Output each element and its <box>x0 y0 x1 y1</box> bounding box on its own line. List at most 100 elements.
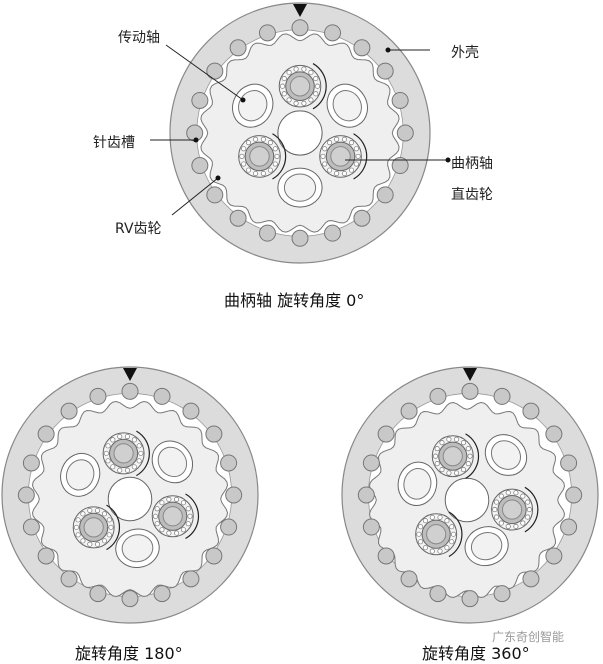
needle-roller <box>136 458 142 464</box>
pin <box>22 518 40 536</box>
label-crankshaft: 曲柄轴 <box>451 156 493 172</box>
pin <box>400 402 418 420</box>
leader-dot <box>215 175 221 181</box>
needle-roller <box>279 83 286 89</box>
needle-roller <box>327 140 333 146</box>
pin <box>353 39 371 57</box>
needle-roller <box>286 97 292 103</box>
needle-roller <box>498 520 504 526</box>
crankshaft-core <box>501 499 523 520</box>
needle-roller <box>274 153 280 159</box>
needle-roller <box>422 545 428 551</box>
needle-roller <box>185 506 191 512</box>
needle-roller <box>241 161 247 167</box>
needle-roller <box>355 153 361 159</box>
needle-roller <box>327 167 333 173</box>
label-pin-groove: 针齿槽 <box>93 135 135 151</box>
label-drive-shaft: 传动轴 <box>118 30 160 46</box>
needle-roller <box>465 461 471 467</box>
rotation-arrow-icon <box>353 133 368 180</box>
needle-roller <box>439 467 445 473</box>
needle-roller <box>341 136 347 142</box>
needle-roller <box>525 499 531 505</box>
needle-roller <box>73 524 79 530</box>
needle-roller <box>94 541 101 547</box>
needle-roller <box>437 514 443 520</box>
needle-roller <box>444 518 450 524</box>
crankshaft-core <box>442 446 463 467</box>
needle-roller <box>513 490 519 496</box>
needle-roller <box>460 440 467 446</box>
needle-roller <box>260 170 266 177</box>
needle-roller <box>101 511 108 517</box>
pin <box>206 62 224 80</box>
crankshaft-core <box>426 524 447 545</box>
needle-roller <box>416 531 422 537</box>
marker-triangle-icon <box>123 368 137 381</box>
needle-roller <box>450 531 456 537</box>
needle-roller <box>520 520 526 526</box>
needle-roller <box>434 461 440 467</box>
label-spur-gear: 直齿轮 <box>451 187 493 203</box>
rotation-arrow-icon <box>106 504 120 551</box>
watermark: 广东奇创智能 <box>492 630 565 644</box>
pin <box>121 382 139 400</box>
crankshaft-core <box>113 443 134 464</box>
pin <box>522 570 540 588</box>
rotation-arrow-icon <box>185 493 200 540</box>
leader-dot <box>385 47 391 53</box>
needle-roller <box>341 170 347 177</box>
drive-shaft <box>490 440 522 470</box>
pin <box>377 425 395 443</box>
needle-roller <box>520 493 526 499</box>
needle-roller <box>293 100 299 106</box>
label-rv-gear: RV齿轮 <box>115 221 162 237</box>
needle-roller <box>322 161 328 167</box>
pin <box>493 585 511 603</box>
needle-roller <box>314 83 321 89</box>
drive-shaft <box>157 446 188 478</box>
needle-roller <box>446 436 452 442</box>
needle-roller <box>526 507 532 513</box>
needle-roller <box>281 76 287 82</box>
pin <box>376 62 394 80</box>
needle-roller <box>498 493 504 499</box>
needle-roller <box>267 167 273 173</box>
needle-roller <box>245 167 252 173</box>
reducer-rotation-180 <box>1 366 259 624</box>
needle-roller <box>286 69 292 76</box>
drive-shaft <box>470 531 503 561</box>
pin <box>429 387 447 405</box>
needle-roller <box>313 91 319 97</box>
pin <box>258 224 276 242</box>
drive-shaft <box>65 459 95 491</box>
pin <box>493 387 511 405</box>
needle-roller <box>493 514 500 520</box>
needle-roller <box>94 507 101 514</box>
needle-roller <box>80 538 86 544</box>
pin <box>191 157 209 175</box>
pin <box>60 402 78 420</box>
drive-shaft <box>332 90 362 122</box>
pin <box>229 209 247 227</box>
center-hole <box>107 476 153 522</box>
needle-roller <box>253 136 259 142</box>
needle-roller <box>429 548 435 554</box>
leader-dot <box>445 157 451 163</box>
pin <box>545 547 563 565</box>
needle-roller <box>80 511 86 517</box>
needle-roller <box>322 146 328 152</box>
pin <box>89 585 107 603</box>
pin <box>205 547 223 565</box>
pin <box>153 387 171 405</box>
needle-roller <box>348 167 355 173</box>
needle-roller <box>429 514 435 520</box>
needle-roller <box>110 437 116 443</box>
center-hole <box>277 110 323 156</box>
needle-roller <box>353 146 359 152</box>
center-hole <box>444 477 490 523</box>
needle-roller <box>434 446 440 452</box>
pin <box>429 585 447 603</box>
